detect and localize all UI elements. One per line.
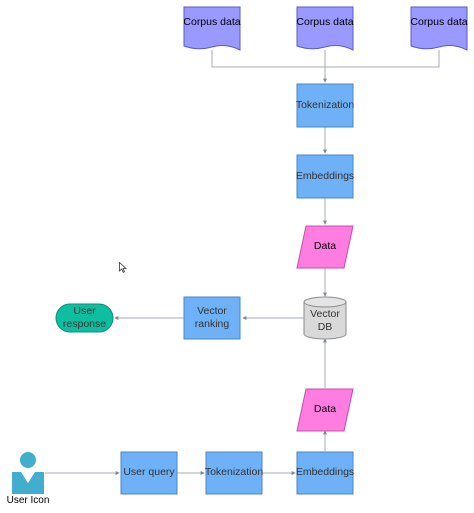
mouse-cursor-icon [119,262,127,273]
connector-corpus-3 [325,50,440,68]
corpus-data-document-1 [183,6,241,51]
connector-corpus-1 [211,50,325,68]
embeddings-top-box [296,154,354,199]
tokenization-top-box [296,83,354,128]
vector-ranking-box [183,296,241,340]
corpus-data-document-3 [410,6,468,51]
vector-db-cylinder [303,296,347,340]
embeddings-bottom-box [296,451,354,495]
data-top-parallelogram [296,225,354,269]
user-icon [12,452,44,494]
corpus-data-document-2 [296,6,354,51]
user-query-box [120,451,178,495]
tokenization-bottom-box [205,451,263,495]
data-bottom-parallelogram [296,388,354,432]
user-response-terminator [55,303,114,333]
